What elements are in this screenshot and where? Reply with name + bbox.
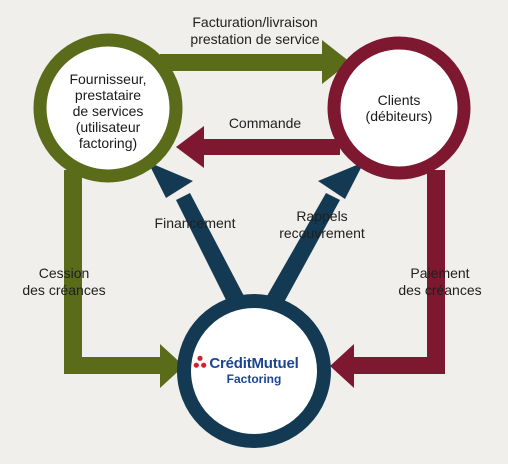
logo-brand-right: Mutuel xyxy=(251,355,299,372)
clients-label: Clients (débiteurs) xyxy=(365,92,433,124)
rappels-label: Rappels recouvrement xyxy=(279,208,365,241)
financement-label: Financement xyxy=(154,215,236,231)
rappels-arrow xyxy=(267,162,364,306)
fournisseur-label: Fournisseur, prestataire de services (ut… xyxy=(69,71,147,151)
factor-node xyxy=(177,294,331,448)
logo-brand-sub: Factoring xyxy=(226,372,282,386)
facturation-arrow xyxy=(160,40,350,84)
financement-arrow xyxy=(148,162,244,306)
logo-mark-icon xyxy=(193,355,207,368)
paiement-arrow xyxy=(330,170,445,388)
cession-arrow xyxy=(64,170,184,388)
clients-node xyxy=(327,36,471,180)
cession-label: Cession des créances xyxy=(22,265,106,298)
fournisseur-node xyxy=(33,33,183,183)
commande-label: Commande xyxy=(228,115,302,131)
paiement-label: Paiement des créances xyxy=(398,265,482,298)
logo-brand-left: Crédit xyxy=(209,355,252,372)
facturation-label: Facturation/livraison prestation de serv… xyxy=(190,14,320,47)
commande-arrow xyxy=(176,126,340,168)
